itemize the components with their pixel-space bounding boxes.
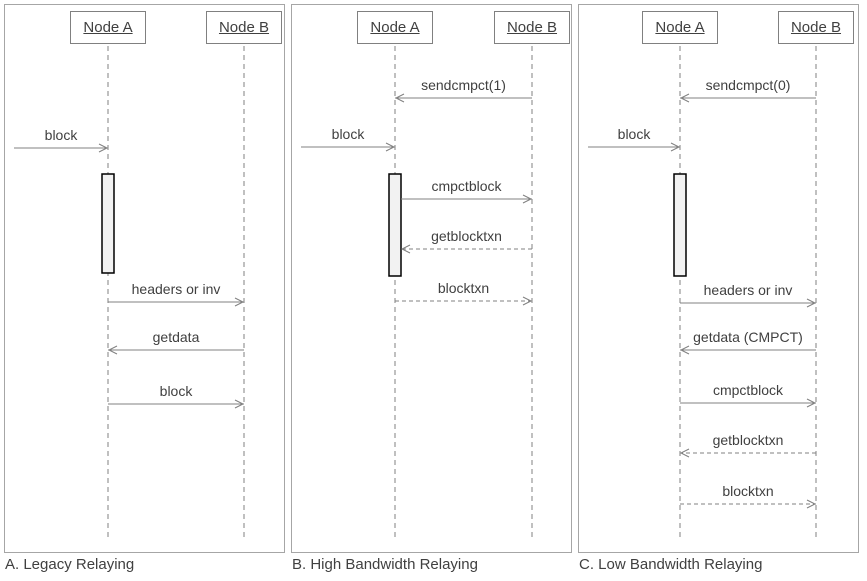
message-arrowhead	[98, 143, 109, 153]
message-arrowhead	[234, 399, 245, 409]
message-label: sendcmpct(0)	[705, 77, 791, 93]
message-arrowhead	[107, 345, 118, 355]
sequence-diagram-canvas	[588, 46, 817, 541]
node-box: Node B	[778, 11, 854, 44]
message-label: block	[331, 126, 365, 142]
message-arrowhead	[679, 93, 690, 103]
node-label: Node B	[506, 19, 558, 36]
node-box: Node A	[70, 11, 146, 44]
message-arrowhead	[806, 398, 817, 408]
panel-high-bandwidth: Node A Node B sendcmpct(1) block cmpctblock g…	[291, 4, 572, 553]
activation-bar	[101, 173, 115, 274]
message-arrowhead	[400, 244, 411, 254]
node-box: Node B	[494, 11, 570, 44]
message-label: cmpctblock	[712, 382, 784, 398]
message-arrowhead	[806, 499, 817, 509]
message-label: block	[44, 127, 78, 143]
activation-bar	[388, 173, 402, 277]
message-label: getblocktxn	[431, 228, 502, 244]
node-box: Node B	[206, 11, 282, 44]
message-arrowhead	[385, 142, 396, 152]
message-arrowhead	[679, 448, 690, 458]
message-label: getdata	[152, 329, 200, 345]
caption-high-bandwidth-relaying: B. High Bandwidth Relaying	[292, 556, 478, 573]
message-label: blocktxn	[437, 280, 490, 296]
node-label: Node B	[218, 19, 270, 36]
message-arrowhead	[806, 298, 817, 308]
message-label: cmpctblock	[431, 178, 502, 194]
message-label: sendcmpct(1)	[421, 77, 506, 93]
message-arrowhead	[394, 93, 405, 103]
message-label: block	[159, 383, 193, 399]
node-label: Node B	[790, 19, 842, 36]
message-arrowhead	[670, 142, 681, 152]
message-arrowhead	[234, 297, 245, 307]
message-label: blocktxn	[722, 483, 774, 499]
message-label: headers or inv	[703, 282, 793, 298]
sequence-diagram-canvas	[14, 46, 245, 541]
node-label: Node A	[370, 19, 420, 36]
message-label: block	[617, 126, 651, 142]
panel-low-bandwidth: Node A Node B sendcmpct(0) block headers or …	[578, 4, 859, 553]
caption-low-bandwidth-relaying: C. Low Bandwidth Relaying	[579, 556, 763, 573]
node-box: Node A	[642, 11, 718, 44]
node-label: Node A	[83, 19, 133, 36]
caption-legacy-relaying: A. Legacy Relaying	[5, 556, 135, 573]
message-label: getblocktxn	[712, 432, 784, 448]
message-arrowhead	[522, 194, 533, 204]
message-arrowhead	[679, 345, 690, 355]
panel-legacy-relaying: Node A Node B block headers or inv getdata bl…	[4, 4, 285, 553]
node-label: Node A	[655, 19, 705, 36]
activation-bar	[673, 173, 687, 277]
node-box: Node A	[357, 11, 433, 44]
sequence-diagram-canvas	[301, 46, 533, 541]
message-label: headers or inv	[131, 281, 221, 297]
message-label: getdata (CMPCT)	[693, 329, 803, 345]
message-arrowhead	[522, 296, 533, 306]
